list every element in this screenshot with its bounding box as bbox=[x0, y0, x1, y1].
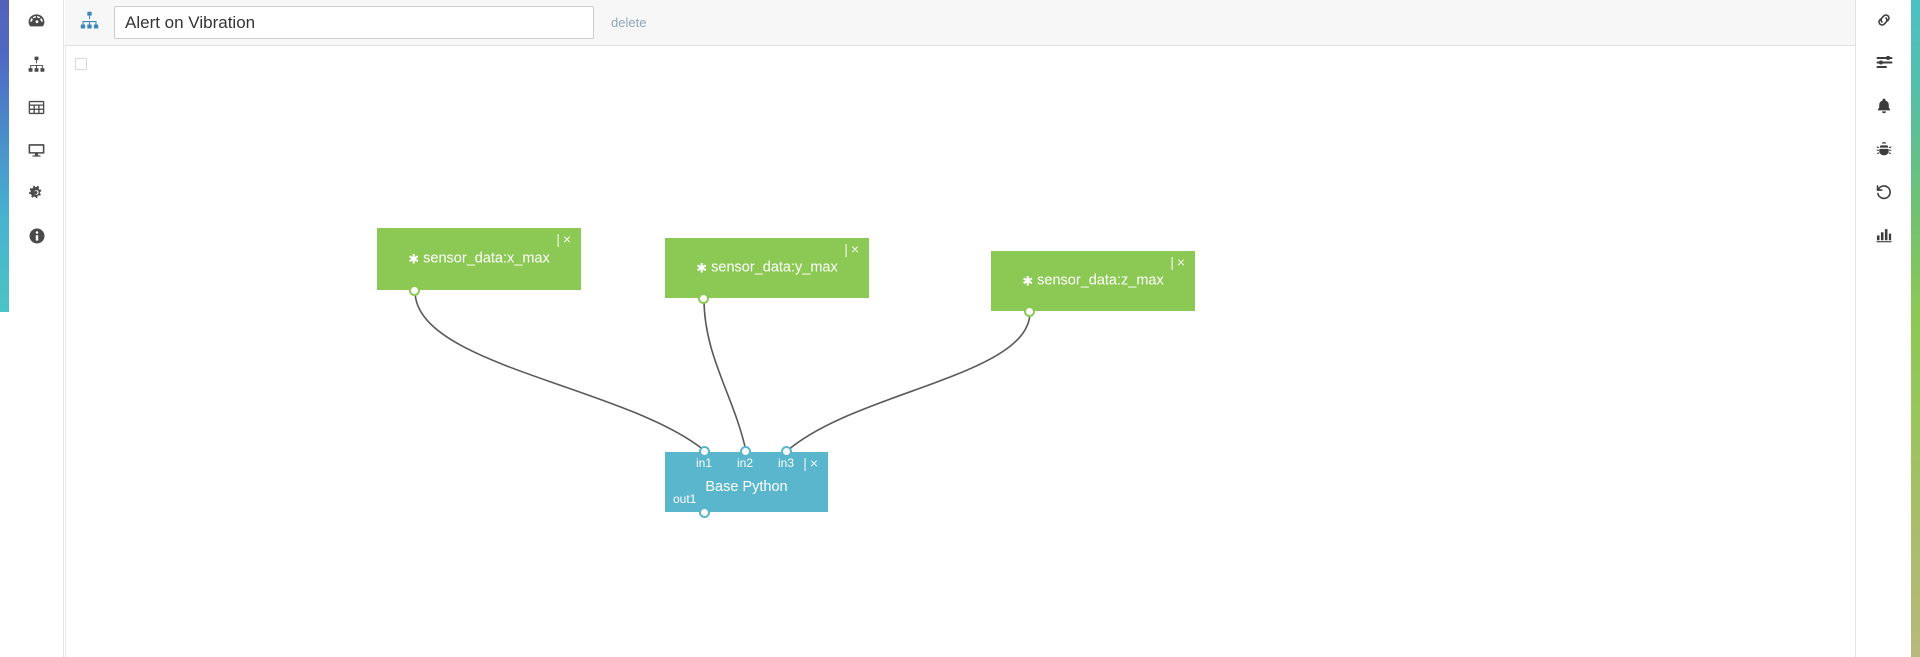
bar-chart-stats-icon bbox=[1875, 226, 1893, 249]
edge-y-to-in2 bbox=[703, 298, 747, 452]
node-label: ✱sensor_data:z_max bbox=[1022, 272, 1164, 289]
flow-canvas[interactable]: |× ✱sensor_data:x_max |× ✱sensor_data:y_… bbox=[65, 46, 1855, 657]
sidebar-item-about[interactable] bbox=[9, 221, 64, 251]
flow-edges bbox=[414, 290, 1031, 452]
port-label-in2: in2 bbox=[737, 456, 754, 470]
bug-debug-icon bbox=[1875, 140, 1893, 163]
node-sensor-x-max-out-port[interactable] bbox=[409, 285, 420, 296]
right-item-connections[interactable] bbox=[1856, 7, 1912, 37]
node-base-python-out1-port[interactable] bbox=[699, 507, 710, 518]
node-label: Base Python bbox=[705, 479, 788, 495]
edge-z-to-in3 bbox=[786, 311, 1031, 452]
bell-alerts-icon bbox=[1875, 97, 1893, 120]
node-label: ✱sensor_data:y_max bbox=[696, 259, 838, 276]
delete-flow-link[interactable]: delete bbox=[611, 15, 647, 30]
node-sensor-z-max[interactable]: |× ✱sensor_data:z_max bbox=[991, 251, 1195, 311]
right-item-history[interactable] bbox=[1856, 179, 1912, 209]
sidebar-item-tables[interactable] bbox=[9, 92, 64, 122]
link-chain-icon bbox=[1875, 11, 1893, 34]
asterisk-icon: ✱ bbox=[1022, 273, 1034, 289]
right-item-debug[interactable] bbox=[1856, 136, 1912, 166]
info-circle-icon bbox=[28, 227, 46, 245]
node-close-icon[interactable]: |× bbox=[803, 455, 821, 471]
node-close-icon[interactable]: |× bbox=[556, 231, 574, 247]
node-sensor-z-max-out-port[interactable] bbox=[1024, 306, 1035, 317]
left-sidebar bbox=[9, 0, 64, 657]
sidebar-item-dashboard[interactable] bbox=[9, 6, 64, 36]
node-close-icon[interactable]: |× bbox=[844, 241, 862, 257]
node-base-python-in1-port[interactable] bbox=[699, 446, 710, 457]
right-item-alerts[interactable] bbox=[1856, 93, 1912, 123]
right-sidebar bbox=[1855, 0, 1911, 657]
node-sensor-y-max[interactable]: |× ✱sensor_data:y_max bbox=[665, 238, 869, 298]
sitemap-hierarchy-icon bbox=[27, 55, 46, 74]
sidebar-item-monitor[interactable] bbox=[9, 135, 64, 165]
sitemap-flow-icon bbox=[79, 10, 100, 36]
node-close-icon[interactable]: |× bbox=[1170, 254, 1188, 270]
node-base-python-in2-port[interactable] bbox=[740, 446, 751, 457]
node-sensor-x-max[interactable]: |× ✱sensor_data:x_max bbox=[377, 228, 581, 290]
port-label-in1: in1 bbox=[696, 456, 713, 470]
sidebar-item-flows[interactable] bbox=[9, 49, 64, 79]
asterisk-icon: ✱ bbox=[696, 260, 708, 276]
right-accent-gradient bbox=[1911, 0, 1920, 657]
flow-type-icon[interactable] bbox=[74, 8, 104, 38]
flow-canvas-inner: |× ✱sensor_data:x_max |× ✱sensor_data:y_… bbox=[66, 46, 1855, 657]
sliders-options-icon bbox=[1875, 53, 1894, 77]
node-base-python[interactable]: |× in1 in2 in3 Base Python out1 bbox=[665, 452, 828, 512]
sidebar-item-settings[interactable] bbox=[9, 178, 64, 208]
monitor-display-icon bbox=[27, 141, 46, 160]
node-base-python-in3-port[interactable] bbox=[781, 446, 792, 457]
left-accent-gradient bbox=[0, 0, 9, 312]
table-grid-icon bbox=[27, 98, 46, 117]
canvas-resize-handle[interactable] bbox=[75, 58, 87, 70]
history-undo-icon bbox=[1875, 183, 1893, 206]
left-accent-gradient-tail bbox=[0, 312, 9, 657]
right-item-statistics[interactable] bbox=[1856, 222, 1912, 252]
asterisk-icon: ✱ bbox=[408, 251, 420, 267]
edge-x-to-in1 bbox=[414, 290, 706, 452]
node-sensor-y-max-out-port[interactable] bbox=[698, 293, 709, 304]
port-label-in3: in3 bbox=[778, 456, 795, 470]
gears-settings-icon bbox=[27, 184, 46, 203]
flow-title-input[interactable] bbox=[114, 6, 594, 39]
node-label: ✱sensor_data:x_max bbox=[408, 250, 550, 267]
flow-toolbar: delete bbox=[65, 0, 1855, 46]
port-label-out1: out1 bbox=[673, 492, 697, 506]
right-item-properties[interactable] bbox=[1856, 50, 1912, 80]
dashboard-gauge-icon bbox=[27, 12, 46, 31]
